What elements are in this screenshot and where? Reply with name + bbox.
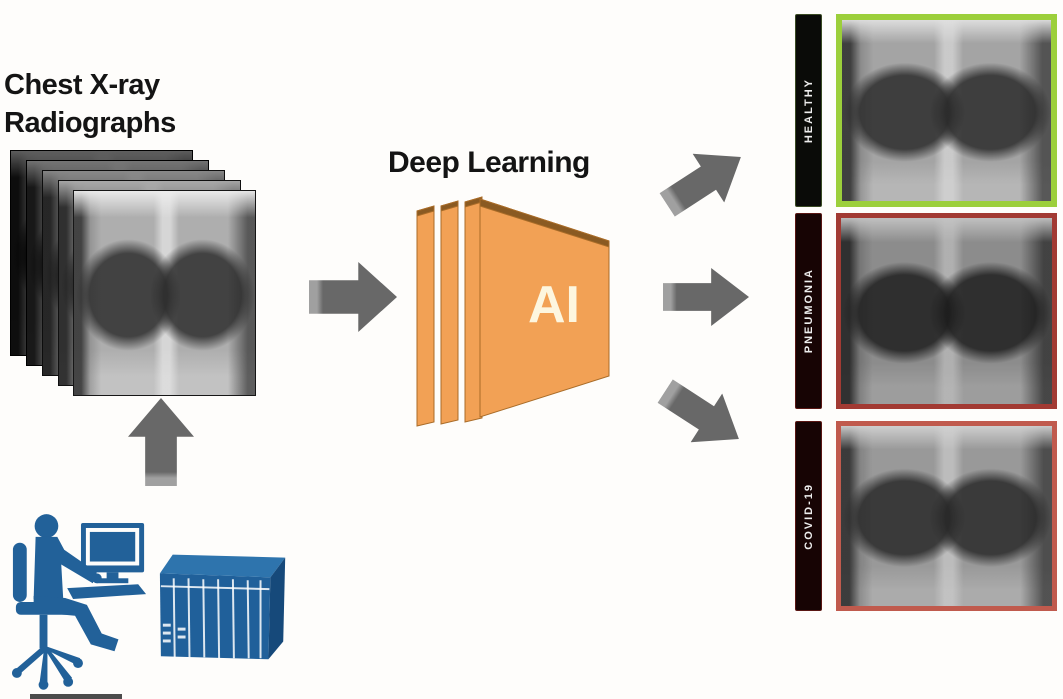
output-label-covid: COVID-19 [802,482,815,550]
arrow-up-right-icon [651,133,756,230]
output-image-pneumonia [836,213,1057,409]
output-label-bar-pneumonia: PNEUMONIA [795,213,822,409]
input-title-line1: Chest X-ray [4,69,160,101]
covid-xray-image [841,426,1052,606]
ai-layers-icon: AI [416,196,610,427]
input-title: Chest X-ray Radiographs [4,66,176,142]
output-label-bar-healthy: HEALTHY [795,14,822,207]
healthy-xray-image [842,20,1051,201]
xray-stack-card-front [73,190,256,396]
bottom-crop-line [30,694,122,699]
pneumonia-xray-image [841,218,1052,404]
ai-layer-slabs [416,196,610,427]
input-title-line2: Radiographs [4,107,176,139]
arrow-right-icon [309,262,397,332]
model-title: Deep Learning [388,146,590,179]
workstation-silhouette [11,514,147,690]
output-label-bar-covid: COVID-19 [795,421,822,611]
server-rack-icon [159,554,286,660]
output-label-pneumonia: PNEUMONIA [802,268,815,354]
output-image-covid [836,421,1057,611]
arrow-up-icon [128,398,194,486]
arrow-right-fan-icon [663,268,749,326]
arrow-down-right-icon [649,367,754,464]
ai-chip-label: AI [528,276,580,334]
output-image-healthy [836,14,1057,207]
radiologist-workstation-icon [11,514,147,690]
server-box [159,554,286,660]
output-label-healthy: HEALTHY [802,77,815,144]
